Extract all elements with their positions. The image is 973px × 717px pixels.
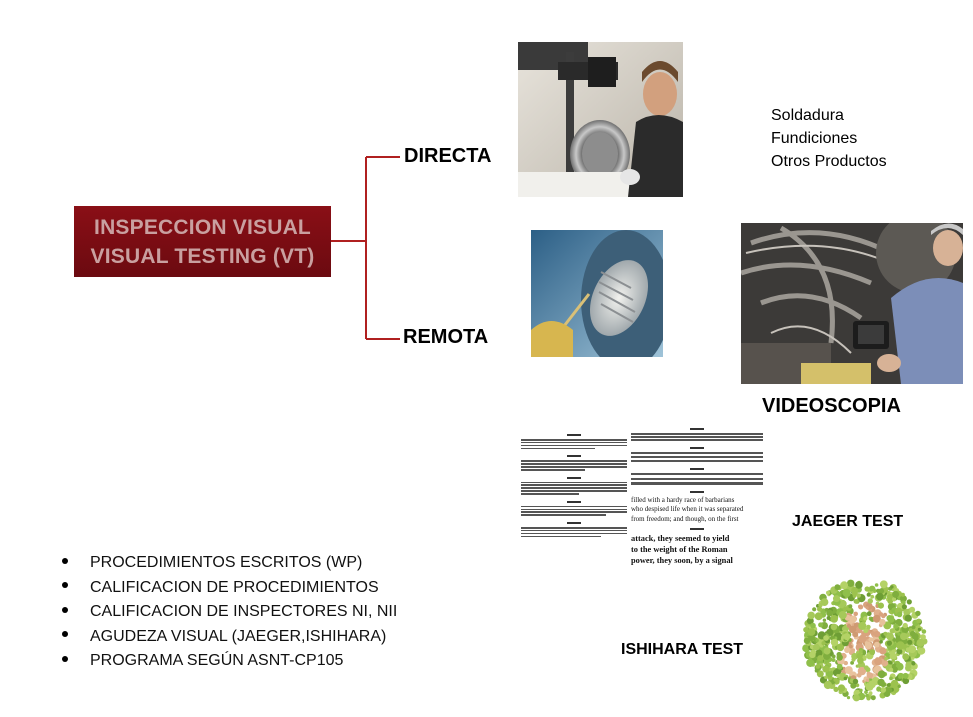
remote-inspection-photo bbox=[531, 230, 663, 357]
list-item: AGUDEZA VISUAL (JAEGER,ISHIHARA) bbox=[62, 625, 397, 650]
product-item: Otros Productos bbox=[771, 153, 887, 170]
branch-remota: REMOTA bbox=[403, 326, 489, 348]
jaeger-chart-page-right: filled with a hardy race of barbarians w… bbox=[631, 426, 763, 588]
direct-inspection-photo bbox=[518, 42, 683, 197]
jaeger-sample-large: attack, they seemed to yield to the weig… bbox=[631, 534, 733, 566]
ishihara-dots bbox=[802, 578, 928, 702]
title-line-2: VISUAL TESTING (VT) bbox=[90, 244, 315, 268]
bullet-icon bbox=[62, 557, 68, 564]
bullet-icon bbox=[62, 606, 68, 613]
bullet-icon bbox=[62, 582, 68, 589]
label-jaeger-test: JAEGER TEST bbox=[792, 513, 904, 530]
list-item: PROGRAMA SEGÚN ASNT-CP105 bbox=[62, 649, 397, 674]
product-item: Fundiciones bbox=[771, 130, 858, 147]
videoscopia-photo bbox=[741, 223, 963, 384]
list-item: CALIFICACION DE PROCEDIMIENTOS bbox=[62, 576, 397, 601]
label-ishihara-test: ISHIHARA TEST bbox=[621, 641, 744, 658]
requirements-list: PROCEDIMIENTOS ESCRITOS (WP) CALIFICACIO… bbox=[62, 551, 397, 674]
list-item: PROCEDIMIENTOS ESCRITOS (WP) bbox=[62, 551, 397, 576]
ishihara-plate bbox=[801, 577, 929, 703]
title-box: INSPECCION VISUAL VISUAL TESTING (VT) bbox=[74, 206, 331, 277]
list-item: CALIFICACION DE INSPECTORES NI, NII bbox=[62, 600, 397, 625]
title-line-1: INSPECCION VISUAL bbox=[94, 215, 311, 239]
directa-products-list: Soldadura Fundiciones Otros Productos bbox=[771, 104, 887, 173]
bullet-icon bbox=[62, 631, 68, 638]
bullet-icon bbox=[62, 655, 68, 662]
jaeger-chart-page-left bbox=[521, 428, 627, 584]
branch-directa: DIRECTA bbox=[404, 145, 492, 167]
product-item: Soldadura bbox=[771, 107, 844, 124]
label-videoscopia: VIDEOSCOPIA bbox=[762, 395, 901, 417]
jaeger-sample-medium: filled with a hardy race of barbarians w… bbox=[631, 495, 744, 523]
